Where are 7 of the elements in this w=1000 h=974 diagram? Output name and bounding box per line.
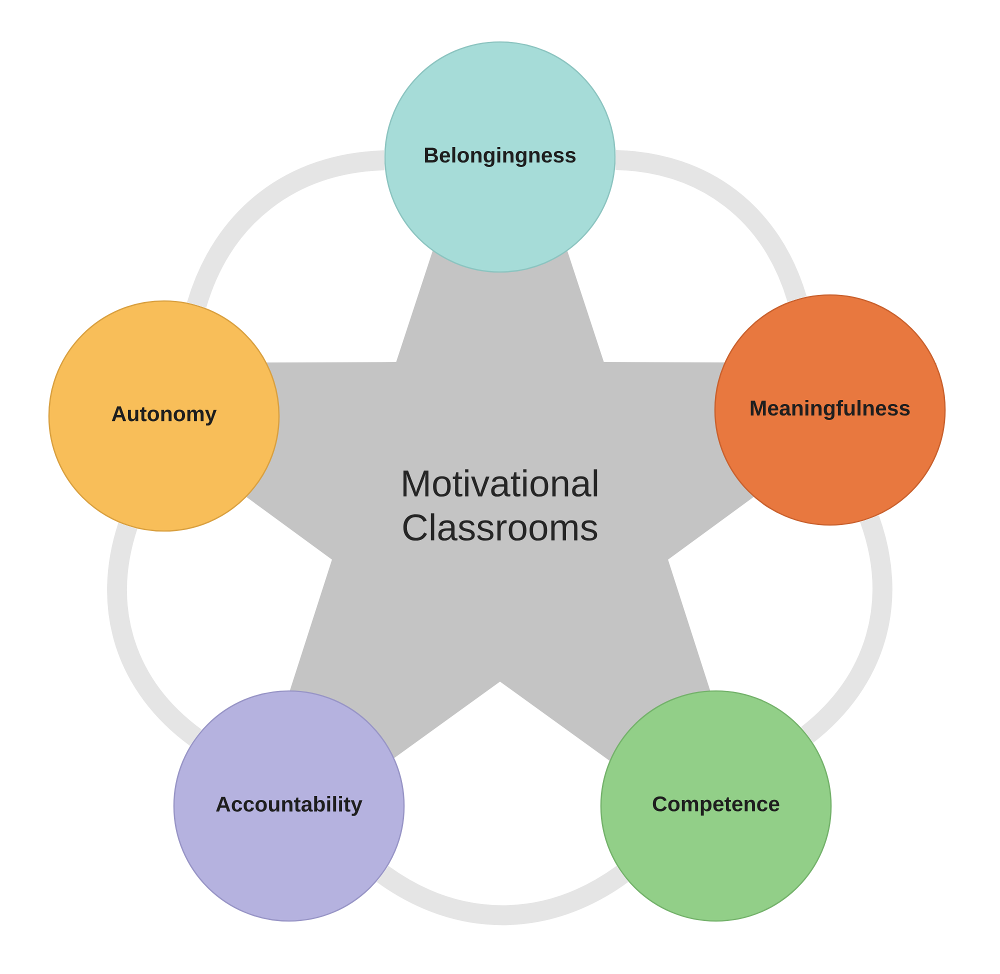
- ring-connector: [614, 150, 807, 302]
- circle-node: Competence: [600, 690, 832, 922]
- ring-connector: [377, 866, 628, 926]
- ring-connector: [800, 516, 892, 742]
- circle-node: Accountability: [173, 690, 405, 922]
- ring-connector: [187, 150, 386, 308]
- ring-connector: [107, 523, 202, 746]
